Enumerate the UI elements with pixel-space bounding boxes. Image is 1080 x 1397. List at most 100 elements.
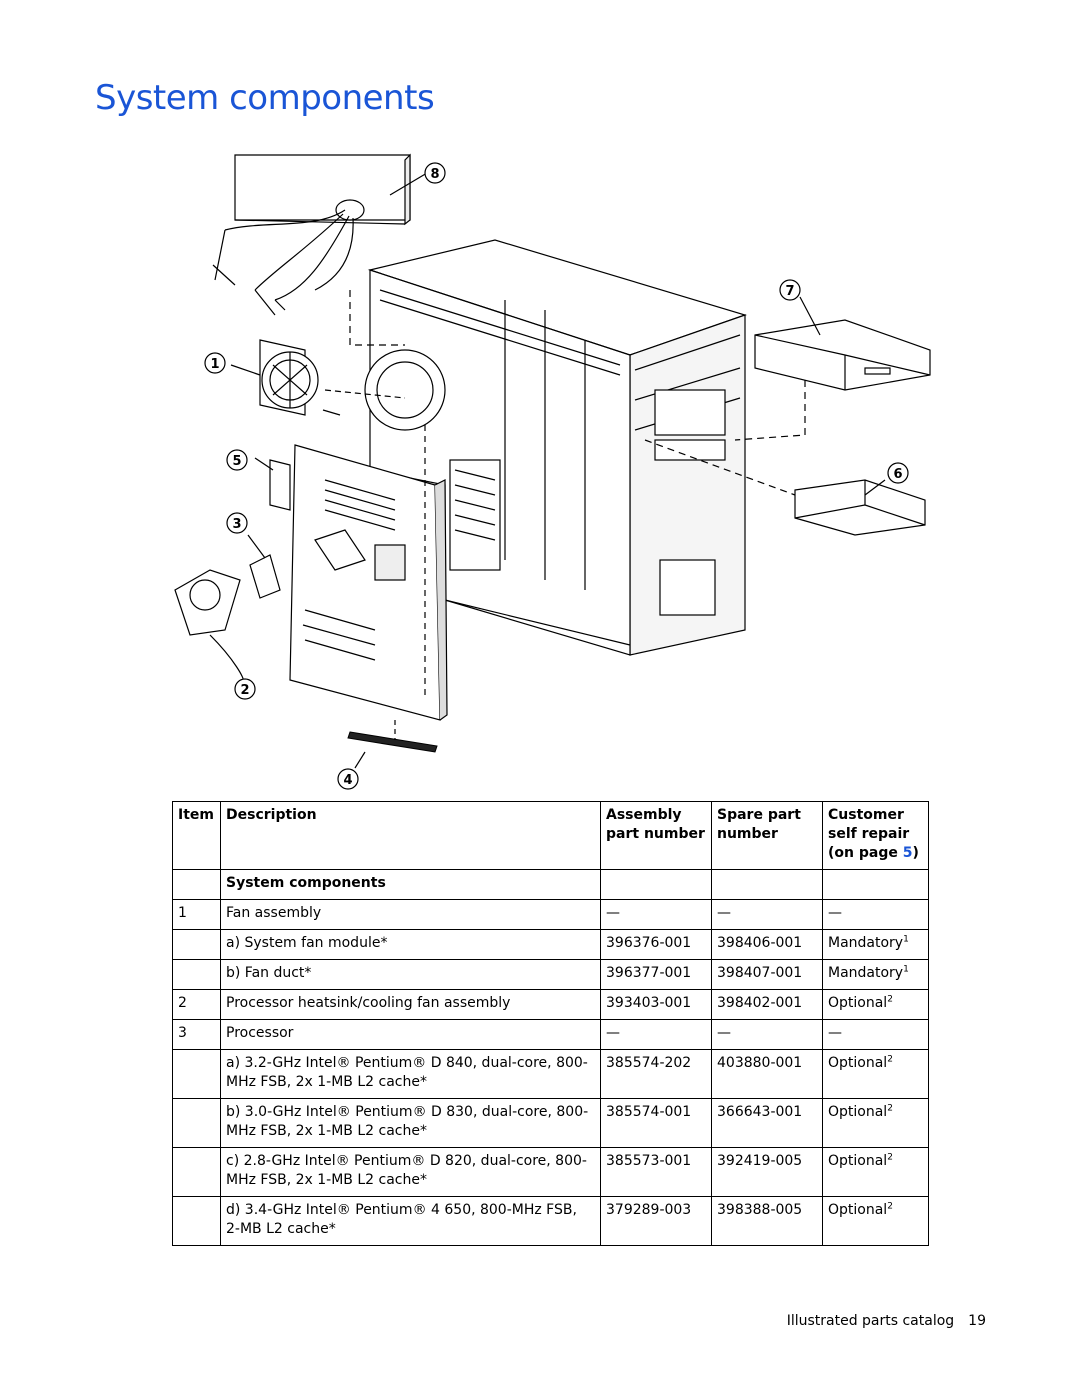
description-cell: Processor: [220, 1019, 601, 1050]
spare-part-cell: —: [711, 899, 823, 930]
csr-value: Mandatory: [828, 965, 904, 981]
csr-value: Optional: [828, 1055, 888, 1071]
csr-cell: Mandatory1: [822, 929, 929, 960]
footer-section: Illustrated parts catalog: [786, 1313, 955, 1329]
item-cell: [172, 929, 221, 960]
section-spare-cell: [711, 869, 823, 900]
footnote-marker: 2: [887, 1103, 893, 1114]
section-row: System components: [172, 869, 929, 900]
heatsink-fan-drawing: [174, 569, 241, 636]
item-cell: [172, 1049, 221, 1099]
spare-part-cell: 398402-001: [711, 989, 823, 1020]
description-cell: c) 2.8-GHz Intel® Pentium® D 820, dual-c…: [220, 1147, 601, 1197]
assembly-part-cell: 393403-001: [600, 989, 712, 1020]
section-csr-cell: [822, 869, 929, 900]
assembly-part-cell: 385574-202: [600, 1049, 712, 1099]
description-cell: a) 3.2-GHz Intel® Pentium® D 840, dual-c…: [220, 1049, 601, 1099]
table-header-row: Item Description Assembly part number Sp…: [172, 801, 929, 870]
table-row: c) 2.8-GHz Intel® Pentium® D 820, dual-c…: [172, 1147, 929, 1197]
csr-value: Optional: [828, 1202, 888, 1218]
csr-value: Optional: [828, 995, 888, 1011]
header-spare-part-number: Spare part number: [711, 801, 823, 870]
csr-cell: —: [822, 899, 929, 930]
item-cell: 2: [172, 989, 221, 1020]
header-item: Item: [172, 801, 221, 870]
callout-7: 7: [779, 279, 801, 301]
assembly-part-cell: —: [600, 899, 712, 930]
item-cell: [172, 1098, 221, 1148]
drive-cage-drawing: [794, 479, 926, 536]
spare-part-cell: 398407-001: [711, 959, 823, 990]
spare-part-cell: 392419-005: [711, 1147, 823, 1197]
page-title: System components: [95, 78, 435, 118]
chassis-drawing: [364, 239, 747, 656]
spare-part-cell: —: [711, 1019, 823, 1050]
spare-part-cell: 366643-001: [711, 1098, 823, 1148]
svg-text:2: 2: [240, 683, 249, 698]
csr-page-link[interactable]: 5: [902, 845, 913, 861]
footnote-marker: 2: [887, 1152, 893, 1163]
svg-text:1: 1: [210, 357, 219, 372]
callout-4: 4: [337, 768, 359, 790]
csr-header-suffix: ): [912, 845, 919, 861]
csr-cell: Optional2: [822, 1098, 929, 1148]
item-cell: [172, 1196, 221, 1246]
power-supply-drawing: [212, 153, 411, 316]
csr-value: Optional: [828, 1104, 888, 1120]
assembly-part-cell: 385574-001: [600, 1098, 712, 1148]
item-cell: [172, 959, 221, 990]
csr-value: Optional: [828, 1153, 888, 1169]
csr-cell: Optional2: [822, 1049, 929, 1099]
svg-text:5: 5: [232, 454, 241, 469]
item-cell: [172, 1147, 221, 1197]
svg-text:6: 6: [893, 467, 902, 482]
system-board-drawing: [249, 444, 448, 721]
csr-cell: —: [822, 1019, 929, 1050]
header-description: Description: [220, 801, 601, 870]
callout-2: 2: [234, 678, 256, 700]
memory-module-drawing: [347, 731, 438, 753]
spare-part-cell: 398388-005: [711, 1196, 823, 1246]
callout-5: 5: [226, 449, 248, 471]
callout-8: 8: [424, 162, 446, 184]
section-asm-cell: [600, 869, 712, 900]
description-cell: b) 3.0-GHz Intel® Pentium® D 830, dual-c…: [220, 1098, 601, 1148]
description-cell: d) 3.4-GHz Intel® Pentium® 4 650, 800-MH…: [220, 1196, 601, 1246]
section-title: System components: [220, 869, 601, 900]
description-cell: a) System fan module*: [220, 929, 601, 960]
spare-part-cell: 398406-001: [711, 929, 823, 960]
description-cell: Fan assembly: [220, 899, 601, 930]
description-cell: b) Fan duct*: [220, 959, 601, 990]
exploded-view-diagram: 8 7 1 5 6 3 2 4: [165, 140, 935, 800]
section-item-cell: [172, 869, 221, 900]
svg-text:3: 3: [232, 517, 241, 532]
header-customer-self-repair: Customer self repair (on page 5): [822, 801, 929, 870]
table-row: d) 3.4-GHz Intel® Pentium® 4 650, 800-MH…: [172, 1196, 929, 1246]
csr-cell: Optional2: [822, 1147, 929, 1197]
svg-text:4: 4: [343, 773, 352, 788]
assembly-part-cell: 379289-003: [600, 1196, 712, 1246]
callout-1: 1: [204, 352, 226, 374]
csr-cell: Mandatory1: [822, 959, 929, 990]
footnote-marker: 2: [887, 1201, 893, 1212]
item-cell: 1: [172, 899, 221, 930]
csr-value: Mandatory: [828, 935, 904, 951]
callout-6: 6: [887, 462, 909, 484]
footnote-marker: 2: [887, 1054, 893, 1065]
csr-value: —: [828, 1025, 842, 1041]
csr-value: —: [828, 905, 842, 921]
footnote-marker: 1: [903, 964, 909, 975]
spare-part-cell: 403880-001: [711, 1049, 823, 1099]
svg-text:7: 7: [785, 284, 794, 299]
footnote-marker: 2: [887, 994, 893, 1005]
csr-header-text: Customer self repair (on page: [828, 807, 910, 861]
item-cell: 3: [172, 1019, 221, 1050]
table-row: a) 3.2-GHz Intel® Pentium® D 840, dual-c…: [172, 1049, 929, 1099]
footnote-marker: 1: [903, 934, 909, 945]
assembly-part-cell: —: [600, 1019, 712, 1050]
